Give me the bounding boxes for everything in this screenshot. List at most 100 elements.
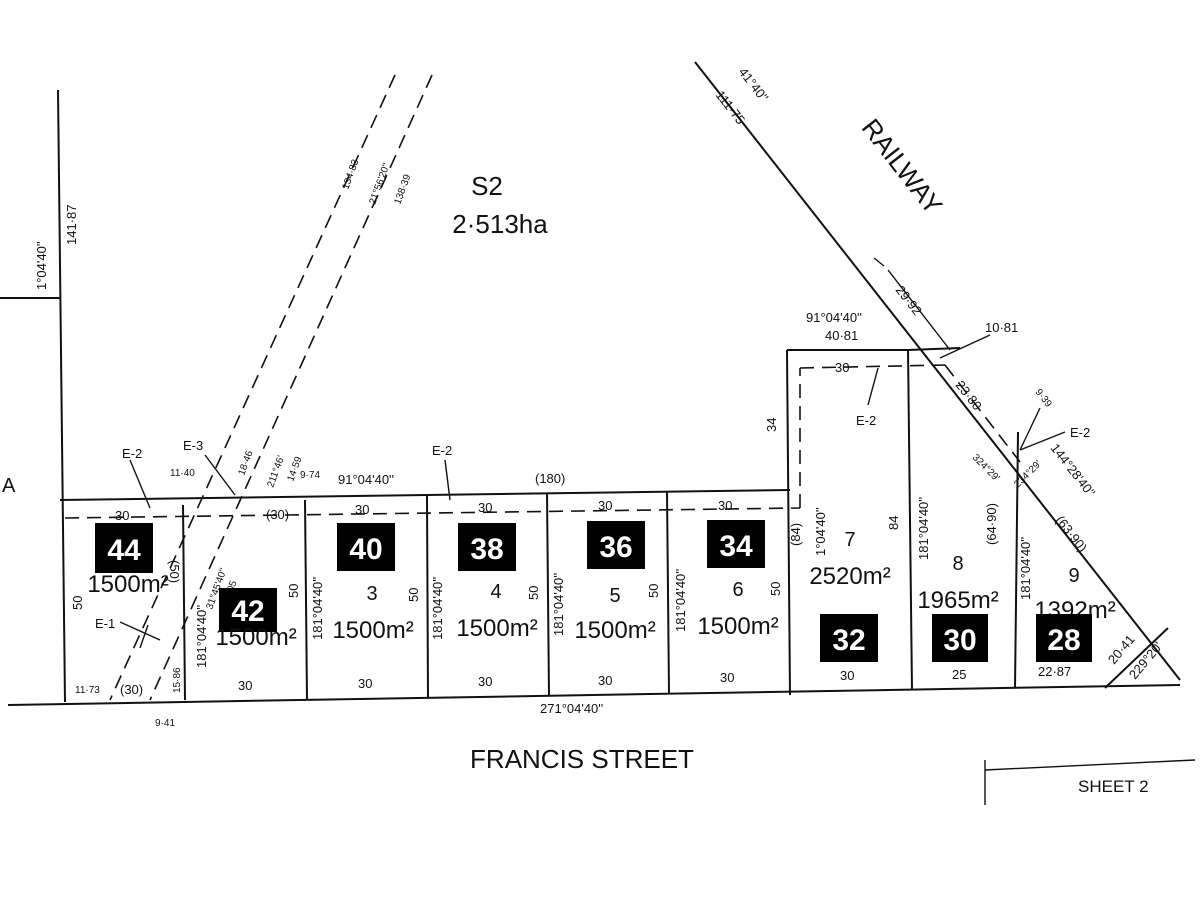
lot-area: 1500m²: [332, 617, 413, 644]
lot7-top-distance: 40·81: [825, 328, 858, 343]
lot-number: 7: [844, 529, 855, 551]
house-number-box: [587, 521, 645, 569]
easement-e3: E-3: [183, 438, 203, 453]
lot-6: 34 6 1500m²: [697, 520, 779, 640]
dist-15-86: 15·86: [172, 667, 183, 693]
dist-9-74: 9·74: [300, 470, 320, 481]
dist-10-81: 10·81: [985, 320, 1018, 335]
lot-area: 1965m²: [917, 587, 998, 614]
house-number-box: [458, 523, 516, 571]
house-number: 32: [832, 624, 865, 657]
width-30-top: 30: [355, 502, 369, 517]
dist-138-39: 138·39: [392, 173, 413, 206]
width-30-bottom: 30: [358, 676, 372, 691]
width-30-bottom: 30: [238, 678, 252, 693]
house-number-box: [932, 614, 988, 662]
bearing-211: 211°46': [265, 454, 287, 489]
house-number: 30: [943, 624, 976, 657]
easement-e1: E-1: [95, 616, 115, 631]
dist-30-paren-bottom: (30): [120, 682, 143, 697]
house-number: 42: [231, 595, 264, 628]
width-30-top: 30: [478, 500, 492, 515]
width-30-top: 30: [598, 498, 612, 513]
lot-number: 6: [732, 579, 743, 601]
left-distance: 141·87: [64, 205, 79, 245]
bearing-144: 144°28'40'': [1048, 441, 1099, 500]
dist-9-41: 9·41: [155, 718, 175, 729]
top-bearing: 91°04'40'': [338, 472, 394, 487]
easement-e2-c: E-2: [856, 413, 876, 428]
lot-8: 8 1965m² 30: [917, 553, 999, 662]
lot-area: 1500m²: [215, 624, 296, 651]
house-number-box: [95, 523, 153, 573]
lot-number: 8: [952, 553, 963, 575]
lot-number: 9: [1068, 565, 1079, 587]
lot-number: 3: [366, 583, 377, 605]
house-number-box: [1036, 614, 1092, 662]
easement-e2-right: E-2: [1070, 425, 1090, 440]
top-180: (180): [535, 471, 565, 486]
house-number: 36: [599, 531, 632, 564]
lot-1: 44 1500m²: [87, 523, 169, 598]
side-bearing: 181°04'40'': [673, 569, 688, 632]
depth-50: 50: [70, 596, 85, 610]
depth-50: 50: [406, 588, 421, 602]
width-25-bottom: 25: [952, 667, 966, 682]
side-bearing: 181°04'40'': [1018, 537, 1033, 600]
width-30-bottom: 30: [478, 674, 492, 689]
lot-2: 42 1500m²: [215, 588, 297, 651]
width-30-bottom: 30: [720, 670, 734, 685]
dist-84: 84: [886, 516, 901, 530]
railway-label: RAILWAY: [856, 113, 949, 220]
house-number: 44: [107, 534, 141, 567]
house-number: 38: [470, 533, 503, 566]
dist-30-paren: (30): [266, 507, 289, 522]
width-30-bottom: 30: [598, 673, 612, 688]
parcel-name: S2: [471, 171, 503, 201]
lot-area: 1500m²: [87, 571, 168, 598]
bottom-bearing: 271°04'40'': [540, 701, 603, 716]
side-bearing: 181°04'40'': [194, 605, 209, 668]
lot-area: 1500m²: [574, 617, 655, 644]
lot-number: 4: [490, 581, 501, 603]
lot7-bearing: 1°04'40'': [813, 507, 828, 556]
dist-84-paren: (84): [788, 523, 803, 546]
street-label: FRANCIS STREET: [470, 744, 694, 774]
house-number: 34: [719, 530, 753, 563]
bottom-widths: 30 30 30 30 30 30 25: [238, 667, 966, 693]
lot-area: 2520m²: [809, 563, 890, 590]
dist-22-87: 22·87: [1038, 664, 1071, 679]
left-edge-label: A: [2, 475, 16, 497]
rail-bearing: 41°40'': [736, 65, 772, 105]
width-30-bottom: 30: [840, 668, 854, 683]
left-bearing: 1°04'40'': [34, 241, 49, 290]
lot-3: 40 3 1500m²: [332, 523, 414, 644]
lot-9: 9 1392m² 28: [1034, 565, 1116, 662]
lot-area: 1500m²: [456, 615, 537, 642]
dist-11-40: 11·40: [170, 468, 195, 479]
easement-lines: [64, 74, 1066, 701]
house-number: 40: [349, 533, 382, 566]
parcel-area: 2·513ha: [452, 209, 548, 239]
house-number: 28: [1047, 624, 1080, 657]
lot7-top-bearing: 91°04'40'': [806, 310, 862, 325]
house-number-box: [219, 588, 277, 632]
lot-7: 7 2520m² 32: [809, 529, 891, 662]
dist-9-39: 9·39: [1033, 387, 1054, 410]
side-depths: 50 50 50 50 50 50: [70, 582, 783, 610]
house-number-box: [820, 614, 878, 662]
lot-number: 5: [609, 585, 620, 607]
dist-134-83: 134·83: [340, 158, 361, 191]
width-30-lot7-top: 30: [835, 360, 849, 375]
depth-50: 50: [526, 586, 541, 600]
dist-34: 34: [764, 418, 779, 432]
side-bearing: 181°04'40'': [916, 497, 931, 560]
house-number-box: [337, 523, 395, 571]
easement-e2-a: E-2: [122, 446, 142, 461]
side-bearings: 181°04'40'' 181°04'40'' 181°04'40'' 181°…: [194, 497, 1033, 668]
rail-distance: 111·75: [713, 88, 749, 128]
depth-50: 50: [768, 582, 783, 596]
depth-50: 50: [286, 584, 301, 598]
lot-4: 38 4 1500m²: [456, 523, 538, 642]
